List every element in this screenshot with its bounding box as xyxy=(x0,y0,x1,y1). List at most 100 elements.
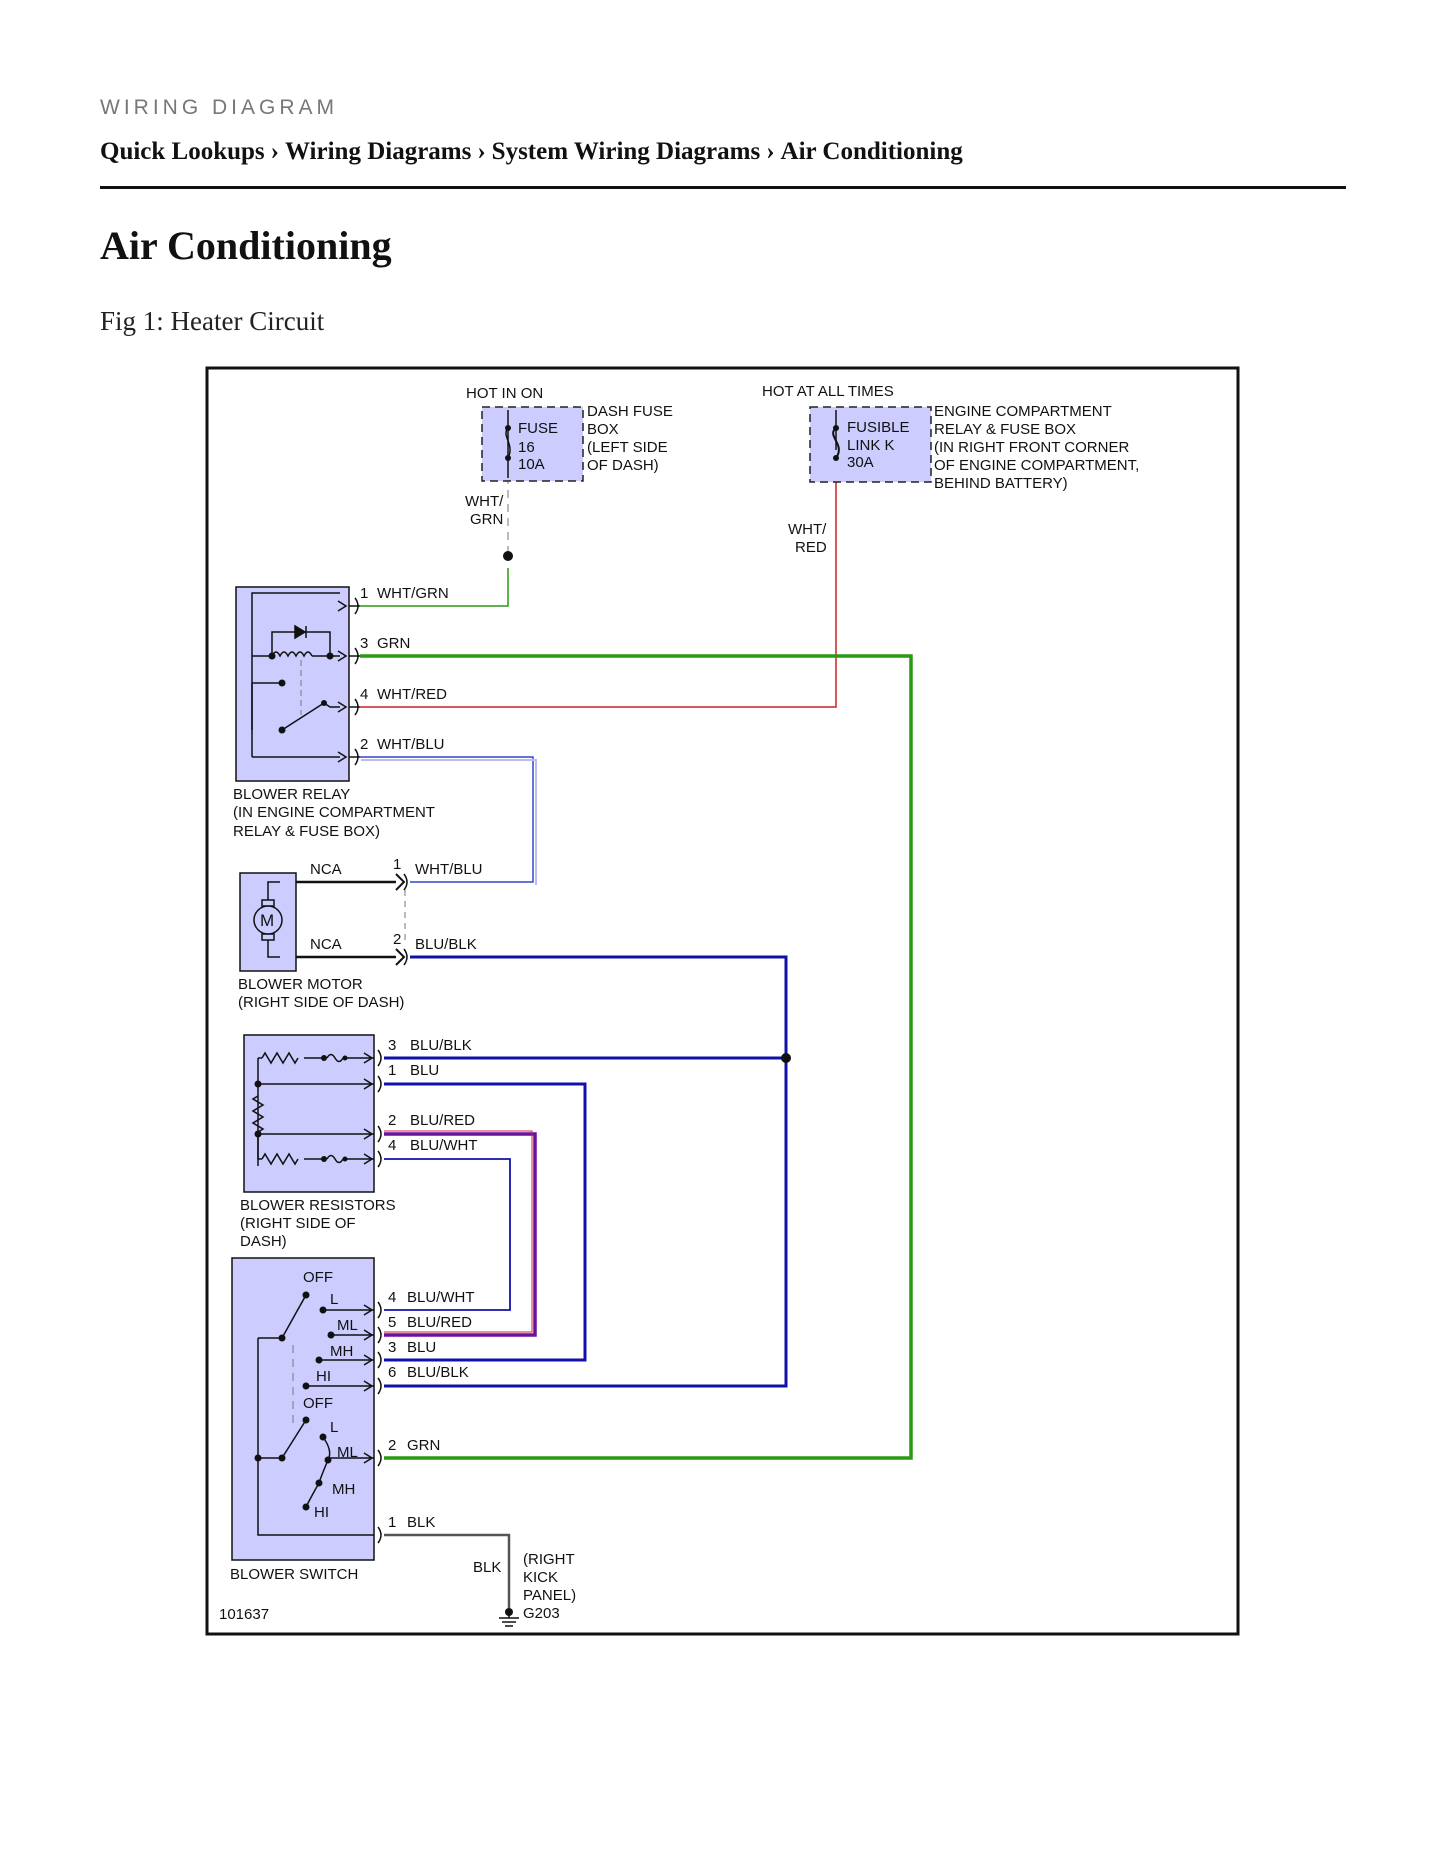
resistor-icon xyxy=(261,1051,299,1065)
switch-internal xyxy=(305,1436,331,1508)
blower-motor-label: BLOWER MOTOR xyxy=(238,976,363,993)
switch-position-label: L xyxy=(330,1291,338,1308)
engine-box-label: (IN RIGHT FRONT CORNER xyxy=(934,439,1129,456)
wire-grn xyxy=(360,654,913,1460)
fusible-link-label: LINK K xyxy=(847,437,895,454)
header-divider xyxy=(100,186,1346,189)
blower-resistors-label: BLOWER RESISTORS xyxy=(240,1197,396,1214)
splice-dot xyxy=(503,551,513,561)
blower-resistors-label: (RIGHT SIDE OF xyxy=(240,1215,356,1232)
connector-pin xyxy=(377,1326,382,1344)
relay-pin-arrow xyxy=(337,701,348,713)
motor-internal xyxy=(267,881,280,905)
switch-pin-wire: BLK xyxy=(407,1514,435,1531)
connector-pin xyxy=(377,1049,382,1067)
fusible-link-terminal xyxy=(833,425,839,431)
blower-relay-label: RELAY & FUSE BOX) xyxy=(233,823,380,840)
engine-box-label: ENGINE COMPARTMENT xyxy=(934,403,1112,420)
breadcrumb-quick-lookups[interactable]: Quick Lookups xyxy=(100,138,265,165)
breadcrumb-system-wiring-diagrams[interactable]: System Wiring Diagrams xyxy=(491,138,761,165)
connector-pin xyxy=(395,873,406,891)
connector-pin xyxy=(395,948,406,966)
relay-pin-number: 3 xyxy=(360,635,368,652)
resistor-node xyxy=(321,1156,327,1162)
thermal-fuse-icon xyxy=(326,1154,344,1164)
resistor-pin-wire: BLU xyxy=(410,1062,439,1079)
wire-wht-red xyxy=(360,450,837,708)
relay-node xyxy=(326,652,334,660)
connector-pin xyxy=(403,873,408,891)
breadcrumb-separator: › xyxy=(766,138,775,165)
switch-position-label: MH xyxy=(330,1343,353,1360)
blower-resistors xyxy=(243,1034,375,1193)
resistor-pin-wire: BLU/BLK xyxy=(410,1037,472,1054)
resistor-pin-arrow xyxy=(363,1078,374,1090)
breadcrumb-separator: › xyxy=(270,138,279,165)
wire-wht-grn xyxy=(360,568,509,607)
fuse-16 xyxy=(481,406,584,482)
switch-pin-number: 4 xyxy=(388,1289,396,1306)
relay-internal xyxy=(323,702,340,708)
hot-in-on-label: HOT IN ON xyxy=(466,385,543,402)
wire-label-wht-red: RED xyxy=(795,539,827,556)
switch-position-label: OFF xyxy=(303,1269,333,1286)
relay-armature xyxy=(281,702,325,731)
motor-pin-wire: BLU/BLK xyxy=(415,936,477,953)
blower-relay xyxy=(235,586,350,782)
engine-box-label: RELAY & FUSE BOX xyxy=(934,421,1076,438)
blower-switch-label: BLOWER SWITCH xyxy=(230,1566,358,1583)
wire-blu xyxy=(384,1082,587,1362)
relay-pin-arrow xyxy=(337,600,348,612)
motor-pin-wire: WHT/BLU xyxy=(415,861,483,878)
document-kicker: WIRING DIAGRAM xyxy=(100,96,338,119)
relay-diode-icon xyxy=(294,624,307,640)
switch-pin-wire: BLU xyxy=(407,1339,436,1356)
switch-pin-wire: GRN xyxy=(407,1437,440,1454)
resistor-node xyxy=(254,1080,262,1088)
connector-pin xyxy=(377,1150,382,1168)
ground-wire-label: BLK xyxy=(473,1559,501,1576)
wire-blu-blk xyxy=(384,955,788,1388)
motor-brush xyxy=(261,933,275,941)
dash-fuse-box-label: DASH FUSE xyxy=(587,403,673,420)
switch-position-label: L xyxy=(330,1419,338,1436)
resistor-pin-arrow xyxy=(363,1153,374,1165)
fuse-rating: 10A xyxy=(518,456,545,473)
switch-pin-arrow xyxy=(363,1380,374,1392)
fusible-link-k xyxy=(809,406,932,483)
dash-fuse-box-label: OF DASH) xyxy=(587,457,659,474)
switch-pin-number: 5 xyxy=(388,1314,396,1331)
ground-location-label: PANEL) xyxy=(523,1587,576,1604)
switch-position-label: HI xyxy=(316,1368,331,1385)
fusible-link-rating: 30A xyxy=(847,454,874,471)
fuse-label: FUSE xyxy=(518,420,558,437)
switch-pin-wire: BLU/BLK xyxy=(407,1364,469,1381)
resistor-pin-wire: BLU/WHT xyxy=(410,1137,478,1154)
fuse-number: 16 xyxy=(518,439,535,456)
switch-wiper xyxy=(281,1294,307,1339)
breadcrumb-air-conditioning[interactable]: Air Conditioning xyxy=(780,138,963,165)
switch-pin-number: 6 xyxy=(388,1364,396,1381)
relay-pin-arrow xyxy=(337,751,348,763)
engine-box-label: BEHIND BATTERY) xyxy=(934,475,1068,492)
wire-label-wht-grn: GRN xyxy=(470,511,503,528)
connector-pin xyxy=(377,1449,382,1467)
switch-wiper xyxy=(281,1419,307,1459)
relay-pin-wire: WHT/GRN xyxy=(377,585,449,602)
connector-pin xyxy=(377,1075,382,1093)
resistor-pin-number: 4 xyxy=(388,1137,396,1154)
connector-pin xyxy=(377,1377,382,1395)
wire-blu-red xyxy=(384,1132,537,1337)
resistor-pin-number: 3 xyxy=(388,1037,396,1054)
resistor-pin-number: 2 xyxy=(388,1112,396,1129)
resistor-node xyxy=(321,1055,327,1061)
blower-switch xyxy=(231,1257,375,1561)
motor-pin-number: 2 xyxy=(393,931,401,948)
breadcrumb-wiring-diagrams[interactable]: Wiring Diagrams xyxy=(285,138,472,165)
switch-position-label: HI xyxy=(314,1504,329,1521)
switch-position-label: OFF xyxy=(303,1395,333,1412)
motor-internal xyxy=(267,935,280,958)
switch-pin-arrow xyxy=(363,1304,374,1316)
wire-wht-blu xyxy=(360,756,534,883)
